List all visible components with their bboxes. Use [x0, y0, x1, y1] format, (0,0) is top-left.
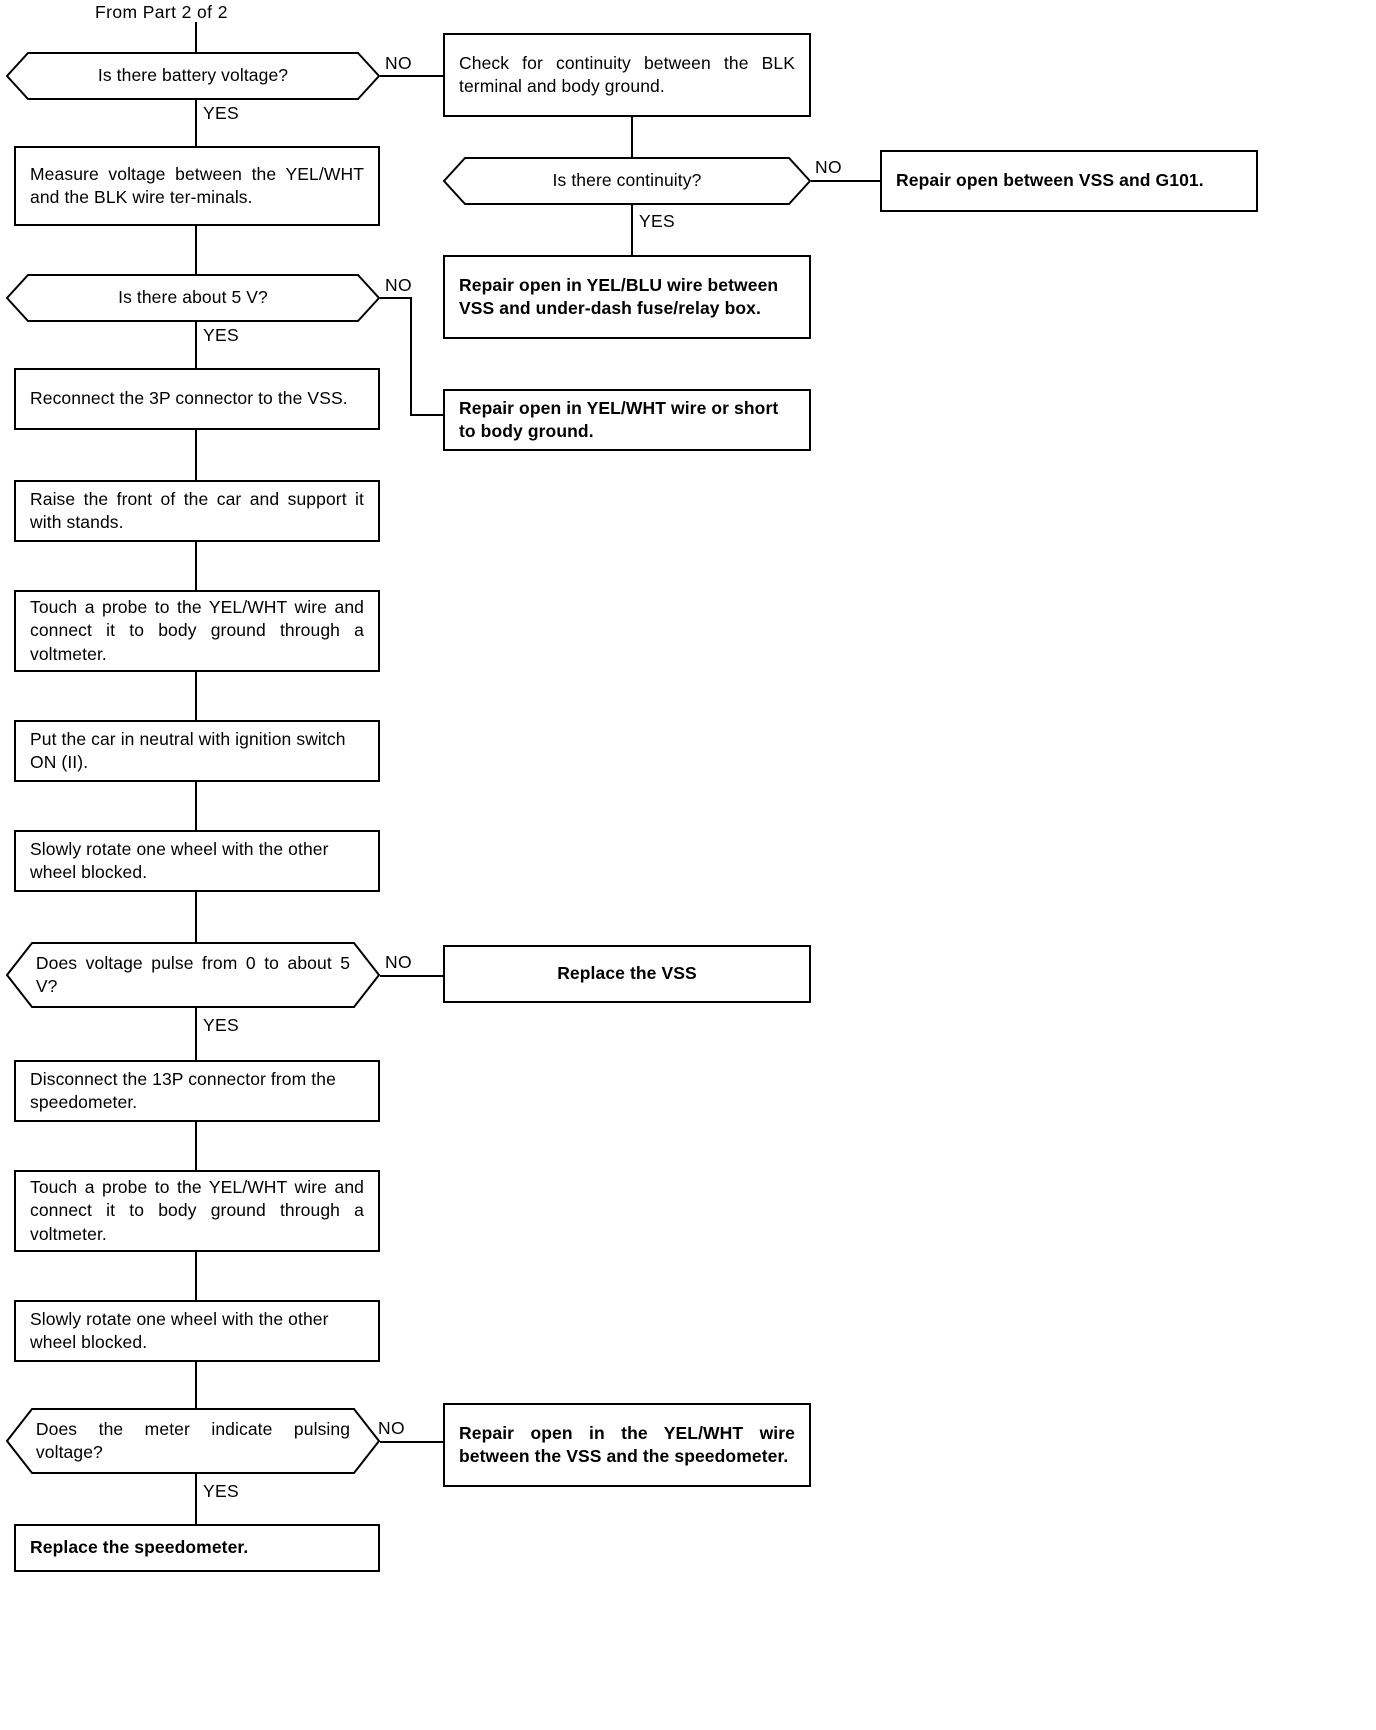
process-repair-g101[interactable]: Repair open between VSS and G101. — [880, 150, 1258, 212]
connector-p6-d3 — [195, 892, 197, 944]
process-touch-probe-2[interactable]: Touch a probe to the YEL/WHT wire and co… — [14, 1170, 380, 1252]
branch-label-no-d2: NO — [385, 275, 412, 295]
decision-battery-voltage-text: Is there battery voltage? — [97, 65, 289, 86]
branch-label-yes-d1: YES — [203, 103, 239, 123]
connector-d3-no — [380, 975, 444, 977]
branch-label-yes-d4: YES — [203, 1481, 239, 1501]
decision-continuity[interactable]: Is there continuity? — [443, 157, 811, 205]
process-touch-probe-2-text: Touch a probe to the YEL/WHT wire and co… — [30, 1176, 364, 1244]
process-measure-voltage[interactable]: Measure voltage between the YEL/WHT and … — [14, 146, 380, 226]
connector-d5-yes — [631, 205, 633, 257]
process-check-continuity-text: Check for continuity between the BLK ter… — [459, 52, 795, 96]
process-rotate-wheel-2-text: Slowly rotate one wheel with the other w… — [30, 1308, 329, 1352]
connector-d2-no-v — [410, 297, 412, 416]
process-replace-vss[interactable]: Replace the VSS — [443, 945, 811, 1003]
connector-d1-yes — [195, 100, 197, 148]
connector-d4-yes — [195, 1474, 197, 1526]
connector-p8-p9 — [195, 1252, 197, 1302]
connector-d3-yes — [195, 1008, 197, 1062]
connector-p9-d4 — [195, 1362, 197, 1410]
process-rotate-wheel-1-text: Slowly rotate one wheel with the other w… — [30, 838, 329, 882]
entry-label: From Part 2 of 2 — [95, 2, 228, 22]
process-disconnect-13p-text: Disconnect the 13P connector from the sp… — [30, 1068, 336, 1112]
decision-meter-pulsing[interactable]: Does the meter indicate pulsing voltage? — [6, 1408, 380, 1474]
process-repair-yelwht-speedo[interactable]: Repair open in the YEL/WHT wire between … — [443, 1403, 811, 1487]
process-rotate-wheel-2[interactable]: Slowly rotate one wheel with the other w… — [14, 1300, 380, 1362]
connector-p7-p8 — [195, 1122, 197, 1172]
process-touch-probe-1-text: Touch a probe to the YEL/WHT wire and co… — [30, 596, 364, 664]
decision-voltage-pulse-text: Does voltage pulse from 0 to about 5 V? — [35, 952, 351, 996]
process-reconnect-3p[interactable]: Reconnect the 3P connector to the VSS. — [14, 368, 380, 430]
connector-p4-p5 — [195, 672, 197, 722]
process-check-continuity[interactable]: Check for continuity between the BLK ter… — [443, 33, 811, 117]
decision-battery-voltage[interactable]: Is there battery voltage? — [6, 52, 380, 100]
decision-about-5v-text: Is there about 5 V? — [118, 287, 268, 308]
connector-r1-d5 — [631, 117, 633, 159]
process-touch-probe-1[interactable]: Touch a probe to the YEL/WHT wire and co… — [14, 590, 380, 672]
process-replace-vss-text: Replace the VSS — [557, 963, 697, 984]
process-repair-yelwht-short-text: Repair open in YEL/WHT wire or short to … — [459, 397, 779, 441]
branch-label-yes-d3: YES — [203, 1015, 239, 1035]
entry-label-text: From Part 2 of 2 — [95, 2, 228, 22]
connector-d2-no-h2 — [410, 414, 444, 416]
branch-label-no-d4: NO — [378, 1418, 405, 1438]
process-repair-yelwht-short[interactable]: Repair open in YEL/WHT wire or short to … — [443, 389, 811, 451]
connector-p5-p6 — [195, 782, 197, 832]
branch-label-yes-d2: YES — [203, 325, 239, 345]
connector-p2-p3 — [195, 430, 197, 482]
branch-label-yes-d5: YES — [639, 211, 675, 231]
process-reconnect-3p-text: Reconnect the 3P connector to the VSS. — [30, 388, 348, 409]
decision-about-5v[interactable]: Is there about 5 V? — [6, 274, 380, 322]
process-neutral-ignition-text: Put the car in neutral with ignition swi… — [30, 728, 346, 772]
process-repair-g101-text: Repair open between VSS and G101. — [896, 170, 1204, 191]
connector-p3-p4 — [195, 542, 197, 592]
process-raise-front[interactable]: Raise the front of the car and support i… — [14, 480, 380, 542]
process-repair-yelwht-speedo-text: Repair open in the YEL/WHT wire between … — [459, 1422, 795, 1466]
connector-entry — [195, 22, 197, 54]
connector-d2-yes — [195, 322, 197, 370]
process-repair-yelblu[interactable]: Repair open in YEL/BLU wire between VSS … — [443, 255, 811, 339]
decision-meter-pulsing-text: Does the meter indicate pulsing voltage? — [35, 1418, 351, 1462]
process-disconnect-13p[interactable]: Disconnect the 13P connector from the sp… — [14, 1060, 380, 1122]
branch-label-no-d1: NO — [385, 53, 412, 73]
connector-d4-no — [380, 1441, 444, 1443]
process-measure-voltage-text: Measure voltage between the YEL/WHT and … — [30, 163, 364, 207]
process-replace-speedometer-text: Replace the speedometer. — [30, 1537, 249, 1558]
branch-label-no-d3: NO — [385, 952, 412, 972]
process-neutral-ignition[interactable]: Put the car in neutral with ignition swi… — [14, 720, 380, 782]
connector-d2-no-h1 — [380, 297, 412, 299]
decision-continuity-text: Is there continuity? — [552, 170, 702, 191]
process-repair-yelblu-text: Repair open in YEL/BLU wire between VSS … — [459, 274, 779, 318]
process-raise-front-text: Raise the front of the car and support i… — [30, 488, 364, 532]
connector-d1-no — [380, 75, 445, 77]
connector-d5-no — [811, 180, 881, 182]
branch-label-no-d5: NO — [815, 157, 842, 177]
connector-p1-d2 — [195, 226, 197, 276]
process-rotate-wheel-1[interactable]: Slowly rotate one wheel with the other w… — [14, 830, 380, 892]
process-replace-speedometer[interactable]: Replace the speedometer. — [14, 1524, 380, 1572]
decision-voltage-pulse[interactable]: Does voltage pulse from 0 to about 5 V? — [6, 942, 380, 1008]
